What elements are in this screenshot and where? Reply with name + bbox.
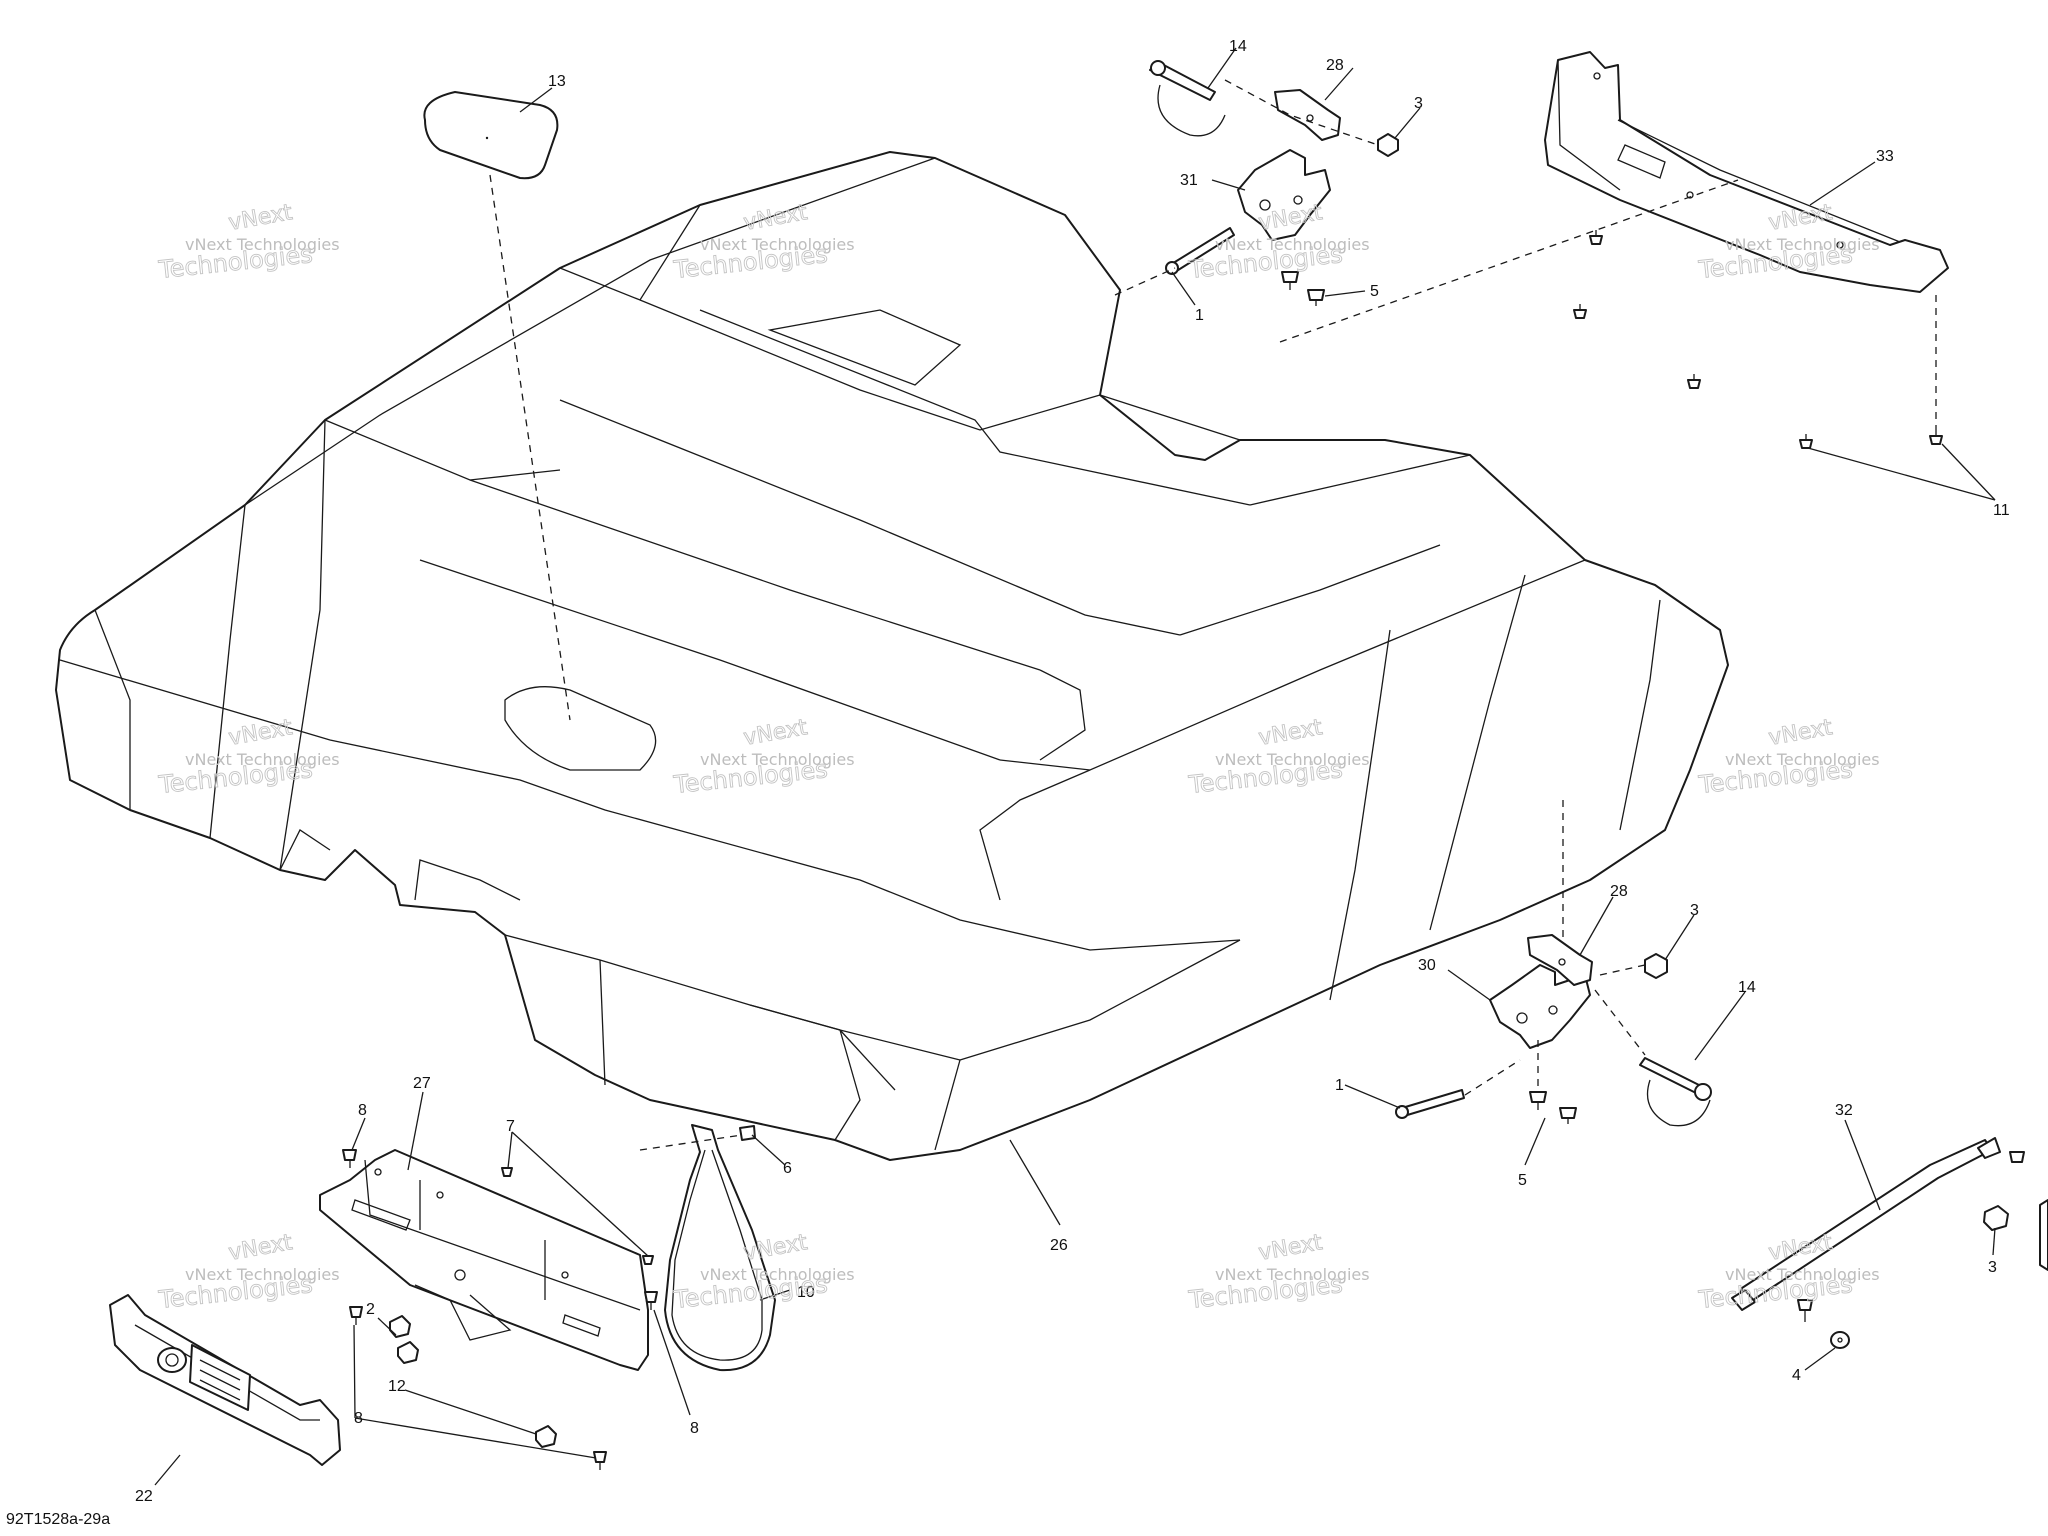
svg-text:vNext Technologies: vNext Technologies — [700, 1265, 855, 1284]
watermark-1: vNext vNext Technologies Technologies — [156, 200, 340, 285]
screws-5-bottom — [1529, 1091, 1577, 1124]
pin-14-top — [1149, 60, 1226, 137]
watermark-3: vNext vNext Technologies Technologies — [1186, 200, 1370, 285]
decal — [423, 91, 559, 180]
callout-22: 22 — [135, 1488, 153, 1505]
assembly-lines — [489, 79, 1937, 1151]
svg-text:vNext Technologies: vNext Technologies — [1215, 235, 1370, 254]
callouts: 13 14 28 3 31 1 5 33 11 28 3 30 14 1 5 3… — [135, 38, 2010, 1505]
bracket-28-bottom — [1527, 934, 1593, 986]
callout-14-top: 14 — [1229, 38, 1247, 55]
callout-5-bottom: 5 — [1518, 1172, 1527, 1189]
callout-11: 11 — [1993, 502, 2010, 519]
small-fasteners — [342, 1125, 756, 1470]
nut-3-top — [1377, 133, 1399, 157]
callout-4: 4 — [1792, 1367, 1801, 1384]
strap — [664, 1124, 776, 1372]
callout-32: 32 — [1835, 1102, 1853, 1119]
leader-lines — [154, 47, 1996, 1486]
callout-6: 6 — [783, 1160, 792, 1177]
bracket-31 — [1237, 149, 1331, 241]
bracket-30 — [1489, 964, 1591, 1049]
nut-3-bottom — [1644, 953, 1668, 979]
bracket-28-top — [1274, 89, 1341, 141]
callout-3-strut: 3 — [1988, 1259, 1997, 1276]
figure-id: 92T1528a-29a — [6, 1511, 111, 1528]
bolt-1-top — [1165, 227, 1235, 275]
rear-bracket — [1544, 51, 1949, 293]
svg-text:vNext Technologies: vNext Technologies — [1725, 750, 1880, 769]
callout-27: 27 — [413, 1075, 431, 1092]
callout-2: 2 — [366, 1301, 375, 1318]
callout-10: 10 — [797, 1284, 815, 1301]
svg-text:vNext: vNext — [227, 200, 295, 236]
callout-7: 7 — [506, 1118, 515, 1135]
callout-1-top: 1 — [1195, 307, 1204, 324]
callout-12: 12 — [388, 1378, 406, 1395]
svg-text:vNext Technologies: vNext Technologies — [700, 750, 855, 769]
screws-5-top — [1281, 271, 1325, 306]
callout-3-top: 3 — [1414, 95, 1423, 112]
callout-31: 31 — [1180, 172, 1198, 189]
callout-28-bottom: 28 — [1610, 883, 1628, 900]
svg-text:vNext: vNext — [1767, 1230, 1835, 1266]
svg-text:vNext: vNext — [227, 1230, 295, 1266]
svg-text:vNext: vNext — [1257, 1230, 1325, 1266]
svg-text:vNext Technologies: vNext Technologies — [1725, 235, 1880, 254]
callout-26: 26 — [1050, 1237, 1068, 1254]
support-bracket — [319, 1149, 649, 1371]
watermark-11: vNext vNext Technologies Technologies — [1186, 1230, 1370, 1315]
callout-13: 13 — [548, 73, 566, 90]
body-panel — [55, 151, 1729, 1161]
callout-1-bottom: 1 — [1335, 1077, 1344, 1094]
watermark-8: vNext vNext Technologies Technologies — [1696, 715, 1880, 800]
watermark-9: vNext vNext Technologies Technologies — [156, 1230, 340, 1315]
svg-text:vNext Technologies: vNext Technologies — [1215, 1265, 1370, 1284]
callout-14-bottom: 14 — [1738, 979, 1756, 996]
callout-8-bottom-right: 8 — [690, 1420, 699, 1437]
callout-30: 30 — [1418, 957, 1436, 974]
svg-text:vNext Technologies: vNext Technologies — [185, 750, 340, 769]
svg-text:vNext: vNext — [1767, 715, 1835, 751]
push-rivets-11 — [1573, 230, 1943, 449]
watermark-12: vNext vNext Technologies Technologies — [1696, 1230, 1880, 1315]
svg-text:vNext Technologies: vNext Technologies — [1215, 750, 1370, 769]
gas-strut — [1731, 1137, 2048, 1349]
callout-3-bottom: 3 — [1690, 902, 1699, 919]
bolt-1-bottom — [1395, 1089, 1465, 1119]
callout-33: 33 — [1876, 148, 1894, 165]
callout-8-top: 8 — [358, 1102, 367, 1119]
svg-text:vNext Technologies: vNext Technologies — [185, 235, 340, 254]
svg-text:vNext Technologies: vNext Technologies — [1725, 1265, 1880, 1284]
callout-28-top: 28 — [1326, 57, 1344, 74]
callout-8-bottom-left: 8 — [354, 1410, 363, 1427]
svg-text:vNext Technologies: vNext Technologies — [700, 235, 855, 254]
callout-5-top: 5 — [1370, 283, 1379, 300]
pin-14-bottom — [1639, 1057, 1712, 1127]
switch-plate — [109, 1294, 341, 1466]
svg-text:vNext Technologies: vNext Technologies — [185, 1265, 340, 1284]
